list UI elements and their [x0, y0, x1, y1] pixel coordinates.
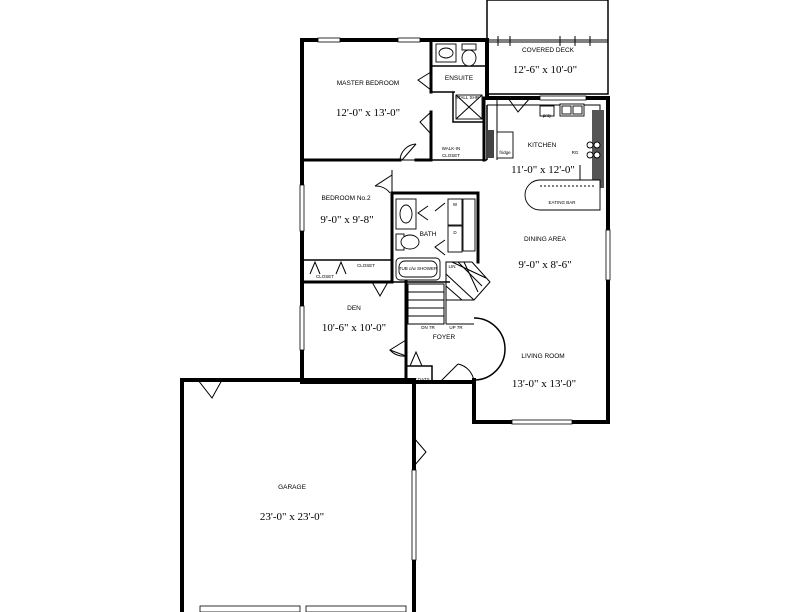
shower-label: STALL SHR — [455, 95, 480, 100]
dryer-label: D — [453, 230, 457, 235]
closet-label-upper: CLOSET — [357, 263, 375, 268]
range-label: RG — [572, 150, 579, 155]
interior-walls — [300, 38, 488, 384]
dining-label: DINING AREA — [524, 236, 567, 243]
doors — [196, 66, 531, 467]
windows — [299, 37, 611, 425]
garage-dims: 23'-0" x 23'-0" — [260, 511, 324, 523]
coats-label: COATS — [414, 377, 429, 382]
ensuite-fixtures — [435, 43, 483, 120]
fridge-label: fridge — [499, 150, 511, 155]
garage-walls — [180, 378, 417, 612]
foyer-label: FOYER — [433, 334, 456, 341]
master-bedroom-label: MASTER BEDROOM — [337, 80, 399, 87]
closet-label-lower: CLOSET — [316, 274, 334, 279]
kitchen-dims: 11'-0" x 12'-0" — [511, 164, 575, 176]
eating-bar-label: EATING BAR — [549, 200, 577, 205]
washer-label: W — [453, 202, 458, 207]
covered-deck-label: COVERED DECK — [522, 47, 575, 54]
linen-label: LIN — [448, 264, 455, 269]
covered-deck-dims: 12'-6" x 10'-0" — [513, 64, 577, 76]
pantry-label: pnty — [543, 113, 552, 118]
dining-dims: 9'-0" x 8'-6" — [518, 259, 571, 271]
stair-down-label: DN 7R — [421, 325, 435, 330]
living-room-dims: 13'-0" x 13'-0" — [512, 378, 576, 390]
master-bedroom-dims: 12'-0" x 13'-0" — [336, 107, 400, 119]
living-room-label: LIVING ROOM — [521, 353, 564, 360]
bedroom2-label: BEDROOM No.2 — [321, 195, 371, 202]
den-label: DEN — [347, 305, 361, 312]
kitchen-label: KITCHEN — [528, 142, 557, 149]
stair-up-label: UP 7R — [449, 325, 463, 330]
walk-in-label-2: CLOSET — [442, 153, 460, 158]
stairs — [407, 261, 506, 381]
bedroom2-dims: 9'-0" x 9'-8" — [320, 214, 373, 226]
ensuite-label: ENSUITE — [445, 75, 474, 82]
kitchen-fixtures — [487, 98, 604, 211]
room-labels: COVERED DECK 12'-6" x 10'-0" MASTER BEDR… — [260, 47, 579, 523]
bath-fixtures — [395, 198, 476, 281]
den-dims: 10'-6" x 10'-0" — [322, 322, 386, 334]
bath-label: BATH — [420, 231, 437, 238]
tub-shower-label: TUB c/w SHOWER — [399, 266, 438, 271]
walk-in-label-1: WALK-IN — [442, 146, 461, 151]
garage-label: GARAGE — [278, 484, 306, 491]
